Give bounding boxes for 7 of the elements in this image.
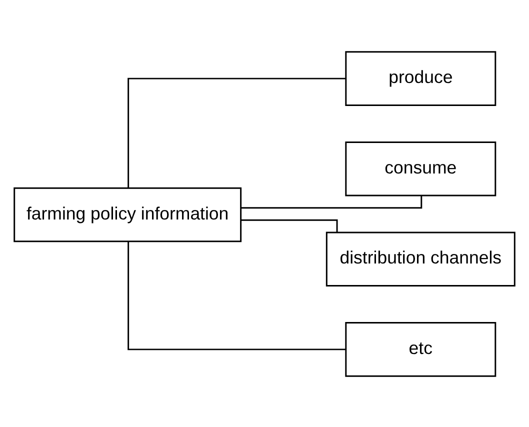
node-box: consume <box>345 140 496 196</box>
node-box: farming policy information <box>14 186 242 242</box>
node-box: etc <box>345 322 496 376</box>
node-box: distribution channels <box>326 231 516 286</box>
connector <box>128 77 346 188</box>
node-box: produce <box>345 50 496 106</box>
connector <box>128 242 346 350</box>
